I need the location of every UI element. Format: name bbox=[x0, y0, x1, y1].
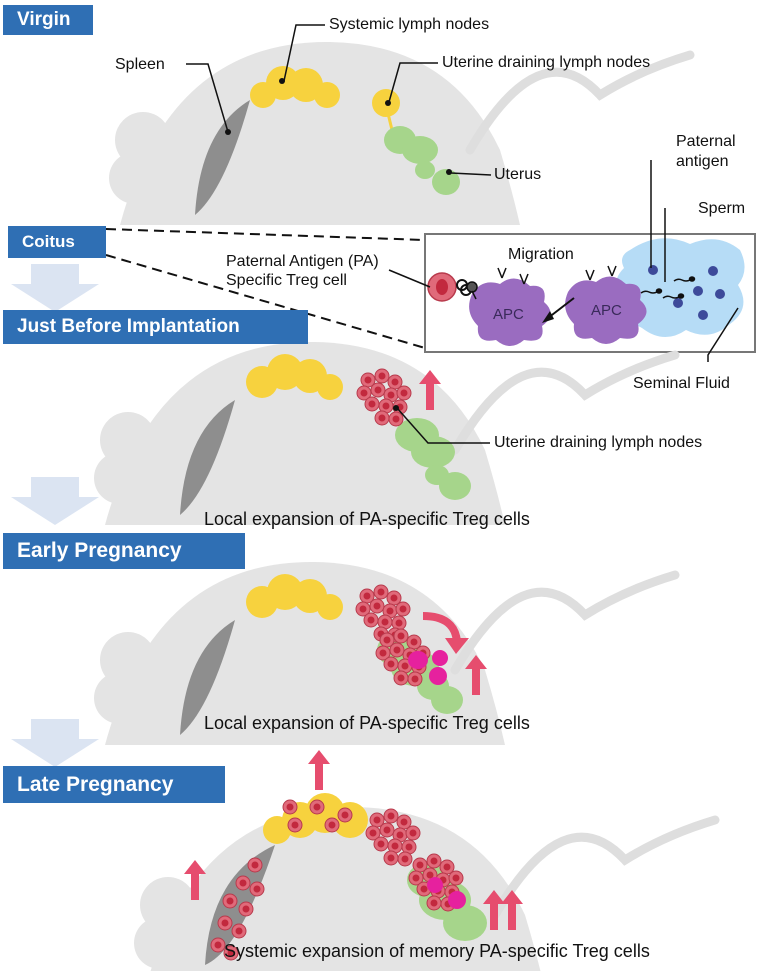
stage-label-virgin: Virgin bbox=[3, 5, 93, 35]
label-spleen: Spleen bbox=[115, 56, 165, 73]
caption-early-pregnancy: Local expansion of PA-specific Treg cell… bbox=[204, 713, 530, 733]
stage-label-late-pregnancy: Late Pregnancy bbox=[3, 766, 225, 803]
early-curved-arrow bbox=[422, 612, 461, 643]
sperm-cells bbox=[640, 276, 696, 299]
stage-label-early-pregnancy: Early Pregnancy bbox=[3, 533, 245, 569]
arrow-to-early-pregnancy bbox=[11, 477, 99, 525]
label-migration: Migration bbox=[508, 246, 574, 263]
late-systemic-up-arrow bbox=[308, 750, 330, 790]
virgin-systemic-lymph-nodes bbox=[250, 66, 340, 108]
zoom-callout-lines bbox=[388, 160, 739, 362]
label-apc-left: APC bbox=[493, 306, 524, 323]
virgin-callout-lines bbox=[186, 24, 492, 176]
label-uterus: Uterus bbox=[494, 166, 542, 183]
virgin-uterus bbox=[384, 104, 460, 195]
migration-arrow bbox=[547, 297, 575, 319]
stage-label-coitus: Coitus bbox=[8, 226, 106, 258]
seminal-fluid-blob bbox=[616, 238, 745, 338]
label-paternal-antigen-2: antigen bbox=[676, 153, 729, 170]
virgin-mouse bbox=[109, 24, 690, 225]
label-pa-treg-1: Paternal Antigen (PA) bbox=[226, 253, 379, 270]
label-sperm: Sperm bbox=[698, 200, 746, 217]
label-uterine-draining-lymph-nodes: Uterine draining lymph nodes bbox=[442, 54, 651, 71]
implantation-mouse bbox=[94, 342, 675, 525]
virgin-uterine-lymph-node bbox=[372, 89, 400, 117]
label-seminal-fluid: Seminal Fluid bbox=[633, 375, 730, 392]
early-pregnancy-mouse bbox=[94, 562, 675, 745]
label-uterine-draining-lymph-nodes-implantation: Uterine draining lymph nodes bbox=[494, 434, 703, 451]
seminal-zoom-box bbox=[388, 160, 756, 362]
treg-cell-zoom bbox=[427, 272, 478, 302]
label-apc-right: APC bbox=[591, 302, 622, 319]
label-systemic-lymph-nodes: Systemic lymph nodes bbox=[329, 16, 490, 33]
label-paternal-antigen-1: Paternal bbox=[676, 133, 736, 150]
apc-right bbox=[565, 265, 647, 344]
arrow-to-late-pregnancy bbox=[11, 719, 99, 767]
arrow-to-implantation bbox=[11, 264, 99, 312]
label-pa-treg-2: Specific Treg cell bbox=[226, 272, 347, 289]
late-pregnancy-mouse bbox=[134, 750, 715, 971]
caption-just-before-implantation: Local expansion of PA-specific Treg cell… bbox=[204, 509, 530, 529]
apc-left bbox=[469, 267, 551, 346]
zoom-lines bbox=[105, 228, 426, 349]
stage-label-just-before-implantation: Just Before Implantation bbox=[3, 310, 308, 344]
caption-late-pregnancy: Systemic expansion of memory PA-specific… bbox=[224, 941, 650, 961]
